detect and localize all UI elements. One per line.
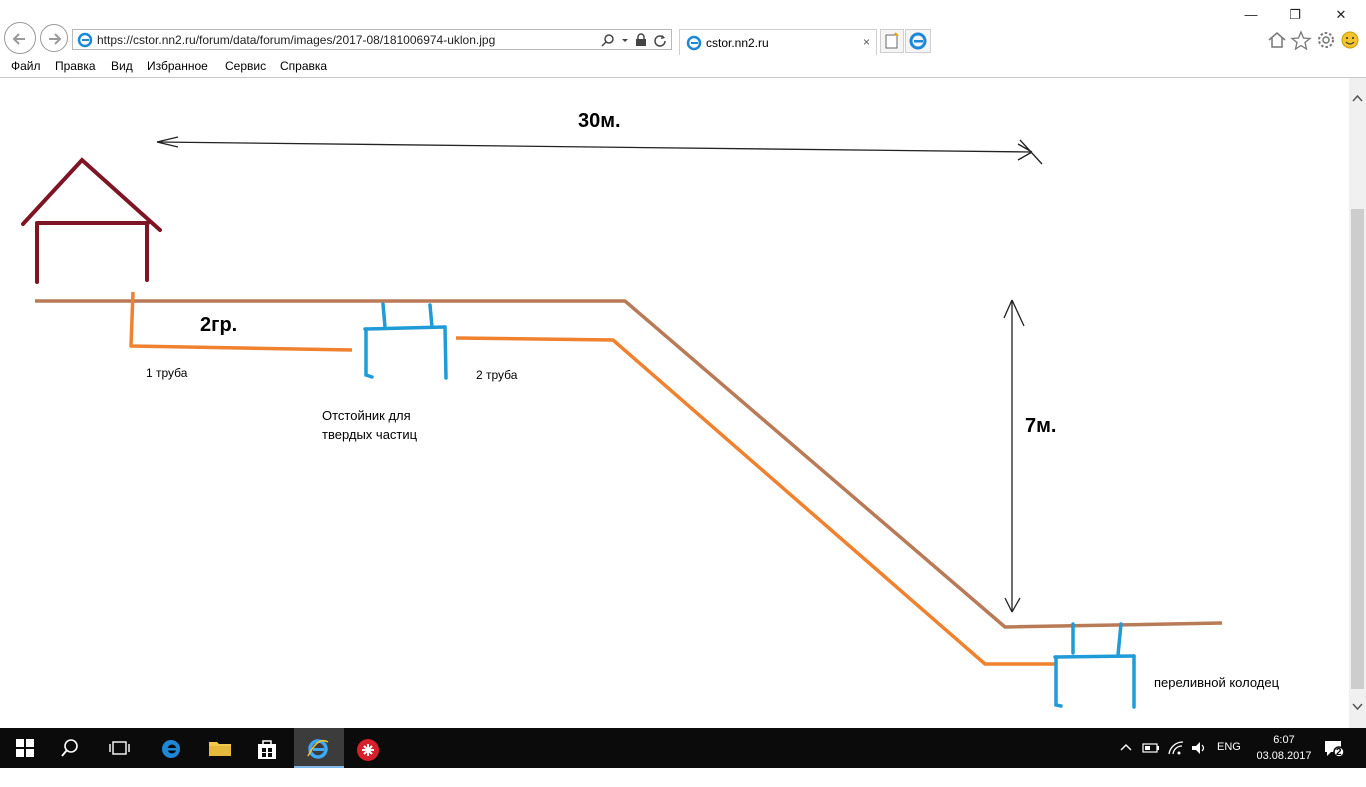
menu-tools[interactable]: Сервис bbox=[225, 59, 267, 73]
edge-taskbar-button[interactable] bbox=[148, 728, 196, 768]
clock-date: 03.08.2017 bbox=[1256, 750, 1312, 762]
folder-icon bbox=[209, 742, 231, 756]
scroll-up-icon[interactable] bbox=[1349, 90, 1366, 107]
windows-logo-icon bbox=[16, 739, 34, 757]
overflow-well bbox=[1053, 622, 1136, 709]
edge-tab-button[interactable] bbox=[905, 29, 931, 53]
language-indicator[interactable]: ENG bbox=[1217, 741, 1241, 753]
menu-view[interactable]: Вид bbox=[111, 59, 133, 73]
taskbar: ENG 6:07 03.08.2017 2 bbox=[0, 728, 1366, 768]
url-text[interactable]: https://cstor.nn2.ru/forum/data/forum/im… bbox=[97, 33, 496, 47]
store-button[interactable] bbox=[244, 728, 292, 768]
back-arrow-icon bbox=[12, 33, 25, 45]
action-center-icon[interactable] bbox=[1323, 738, 1345, 758]
overflow-well-label: переливной колодец bbox=[1154, 675, 1280, 690]
ie-favicon-icon bbox=[77, 32, 93, 48]
ie-taskbar-button-active[interactable] bbox=[294, 728, 344, 768]
length-label: 30м. bbox=[578, 110, 621, 132]
scrollbar-thumb[interactable] bbox=[1351, 209, 1364, 689]
wifi-icon[interactable] bbox=[1167, 740, 1185, 756]
menu-edit[interactable]: Правка bbox=[55, 59, 96, 73]
image-viewport: 30м. 2гр. 1 труба 2 труба Отстойник для … bbox=[0, 78, 1349, 728]
tab-close-button[interactable]: × bbox=[862, 35, 870, 49]
slope-label: 2гр. bbox=[200, 314, 237, 336]
pipe-lines bbox=[129, 291, 1057, 666]
tab-active[interactable]: cstor.nn2.ru × bbox=[679, 29, 877, 55]
back-button[interactable] bbox=[4, 22, 36, 54]
tab-title: cstor.nn2.ru bbox=[706, 36, 769, 50]
start-button[interactable] bbox=[0, 728, 48, 768]
menu-bar: Файл Правка Вид Избранное Сервис Справка bbox=[0, 57, 1366, 78]
store-bag-icon bbox=[258, 740, 276, 759]
scroll-down-icon[interactable] bbox=[1349, 698, 1366, 715]
new-tab-button[interactable] bbox=[880, 29, 904, 53]
ie-favicon-icon bbox=[686, 35, 702, 51]
app-red-icon bbox=[357, 739, 379, 761]
drainage-slope-drawing: 30м. 2гр. 1 труба 2 труба Отстойник для … bbox=[21, 110, 1280, 709]
menu-file[interactable]: Файл bbox=[11, 59, 41, 73]
app-taskbar-button[interactable] bbox=[344, 728, 392, 768]
search-icon[interactable] bbox=[601, 33, 615, 47]
dropdown-icon[interactable] bbox=[621, 33, 629, 47]
taskbar-clock[interactable]: 6:07 03.08.2017 bbox=[1254, 732, 1314, 764]
favorites-star-icon[interactable] bbox=[1290, 30, 1312, 50]
minimize-button[interactable]: — bbox=[1244, 7, 1258, 22]
edge-icon bbox=[162, 740, 180, 758]
settler-label-line1: Отстойник для bbox=[322, 408, 411, 423]
notification-count-badge: 2 bbox=[1336, 747, 1342, 758]
forward-arrow-icon bbox=[49, 33, 62, 45]
height-dimension-arrow bbox=[1003, 299, 1025, 613]
tray-expand-icon[interactable] bbox=[1120, 742, 1132, 754]
settings-gear-icon[interactable] bbox=[1315, 30, 1337, 50]
volume-icon[interactable] bbox=[1190, 740, 1208, 756]
home-icon[interactable] bbox=[1266, 30, 1288, 50]
maximize-button[interactable]: ❐ bbox=[1289, 7, 1301, 22]
internet-explorer-icon bbox=[307, 739, 329, 759]
ground-line bbox=[35, 299, 1223, 629]
settler-label-line2: твердых частиц bbox=[322, 427, 418, 442]
length-dimension-arrow bbox=[156, 136, 1043, 165]
task-view-button[interactable] bbox=[96, 728, 144, 768]
menu-help[interactable]: Справка bbox=[280, 59, 328, 73]
task-view-icon bbox=[109, 741, 130, 755]
house-drawing bbox=[21, 157, 162, 284]
height-label: 7м. bbox=[1025, 415, 1056, 437]
search-icon bbox=[61, 739, 78, 757]
pipe1-label: 1 труба bbox=[146, 366, 188, 380]
smiley-feedback-icon[interactable] bbox=[1339, 30, 1361, 50]
settler-tank bbox=[363, 302, 448, 380]
forward-button[interactable] bbox=[40, 24, 68, 52]
clock-time: 6:07 bbox=[1273, 734, 1295, 746]
pipe2-label: 2 труба bbox=[476, 368, 518, 382]
menu-favorites[interactable]: Избранное bbox=[147, 59, 208, 73]
close-button[interactable]: ✕ bbox=[1335, 7, 1347, 22]
lock-icon[interactable] bbox=[635, 33, 647, 47]
new-tab-icon bbox=[885, 32, 899, 49]
browser-chrome: https://cstor.nn2.ru/forum/data/forum/im… bbox=[0, 0, 1366, 78]
address-bar[interactable]: https://cstor.nn2.ru/forum/data/forum/im… bbox=[72, 29, 672, 50]
ie-logo-icon bbox=[909, 32, 927, 50]
battery-icon[interactable] bbox=[1142, 742, 1160, 754]
refresh-icon[interactable] bbox=[653, 33, 667, 47]
search-button[interactable] bbox=[48, 728, 96, 768]
vertical-scrollbar[interactable] bbox=[1349, 78, 1366, 728]
file-explorer-button[interactable] bbox=[196, 728, 244, 768]
